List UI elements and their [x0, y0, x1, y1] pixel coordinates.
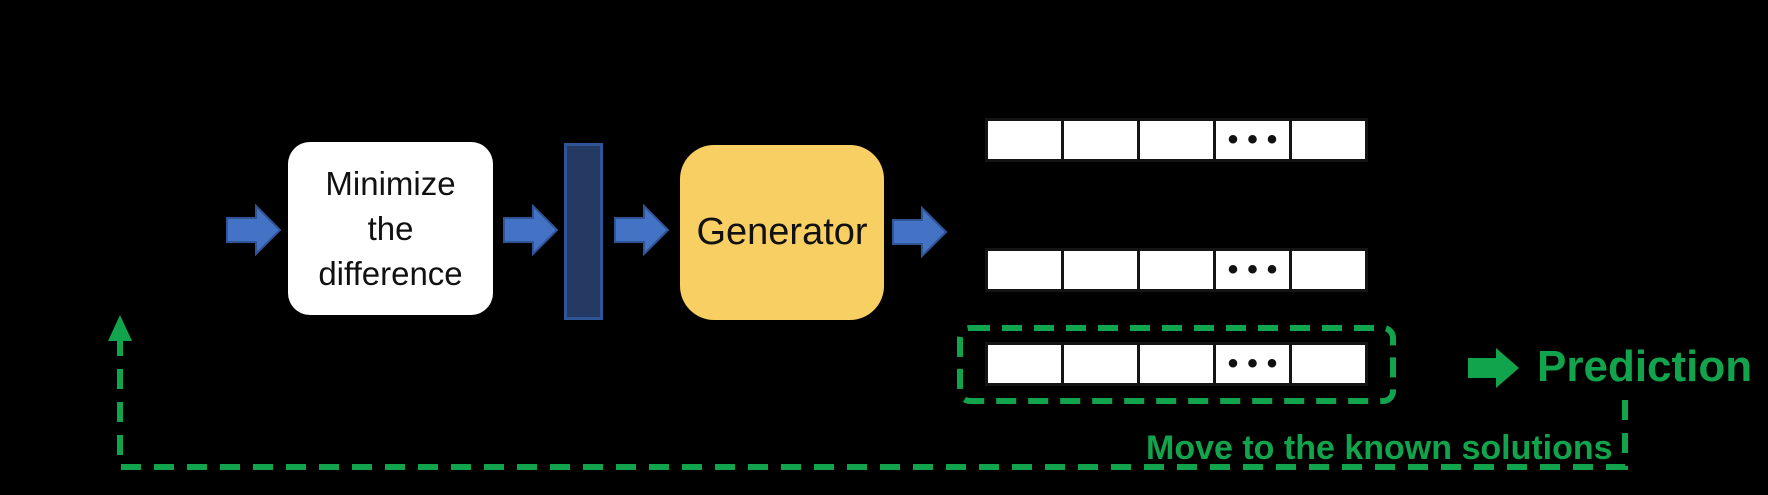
vector-cell-ellipsis: •••	[1213, 118, 1292, 162]
minimize-line-2: the	[367, 210, 414, 247]
vector-cell	[1289, 342, 1368, 386]
vector-cell	[985, 248, 1064, 292]
vector-cell	[1137, 118, 1216, 162]
solution-vector-row-2: •••	[985, 248, 1368, 292]
feedback-arrowhead-icon	[108, 315, 132, 341]
feedback-loop-label: Move to the known solutions	[1146, 429, 1613, 467]
flow-arrow-icon-to-generator	[614, 204, 670, 256]
prediction-arrow-icon	[1468, 348, 1519, 388]
solution-vector-row-1: •••	[985, 118, 1368, 162]
vector-cell	[1289, 118, 1368, 162]
vector-cell-ellipsis: •••	[1213, 248, 1292, 292]
latent-vector-bar	[564, 143, 603, 320]
minimize-line-1: Minimize	[325, 165, 456, 202]
vector-cell	[1061, 342, 1140, 386]
vector-cell	[1061, 118, 1140, 162]
minimize-line-3: difference	[318, 255, 463, 292]
minimize-difference-box: Minimize the difference	[288, 142, 493, 315]
flow-arrow-icon-input	[226, 204, 282, 256]
vector-cell	[985, 342, 1064, 386]
generator-label: Generator	[696, 211, 868, 253]
flow-arrow-icon-to-solutions	[892, 206, 948, 258]
vector-cell	[1137, 248, 1216, 292]
flow-arrow-icon-to-latent	[503, 204, 559, 256]
vector-cell	[1137, 342, 1216, 386]
solution-vector-row-3: •••	[985, 342, 1368, 386]
vector-cell-ellipsis: •••	[1213, 342, 1292, 386]
vector-cell	[1061, 248, 1140, 292]
generator-box: Generator	[680, 145, 884, 320]
vector-cell	[1289, 248, 1368, 292]
vector-cell	[985, 118, 1064, 162]
prediction-label: Prediction	[1537, 342, 1753, 391]
